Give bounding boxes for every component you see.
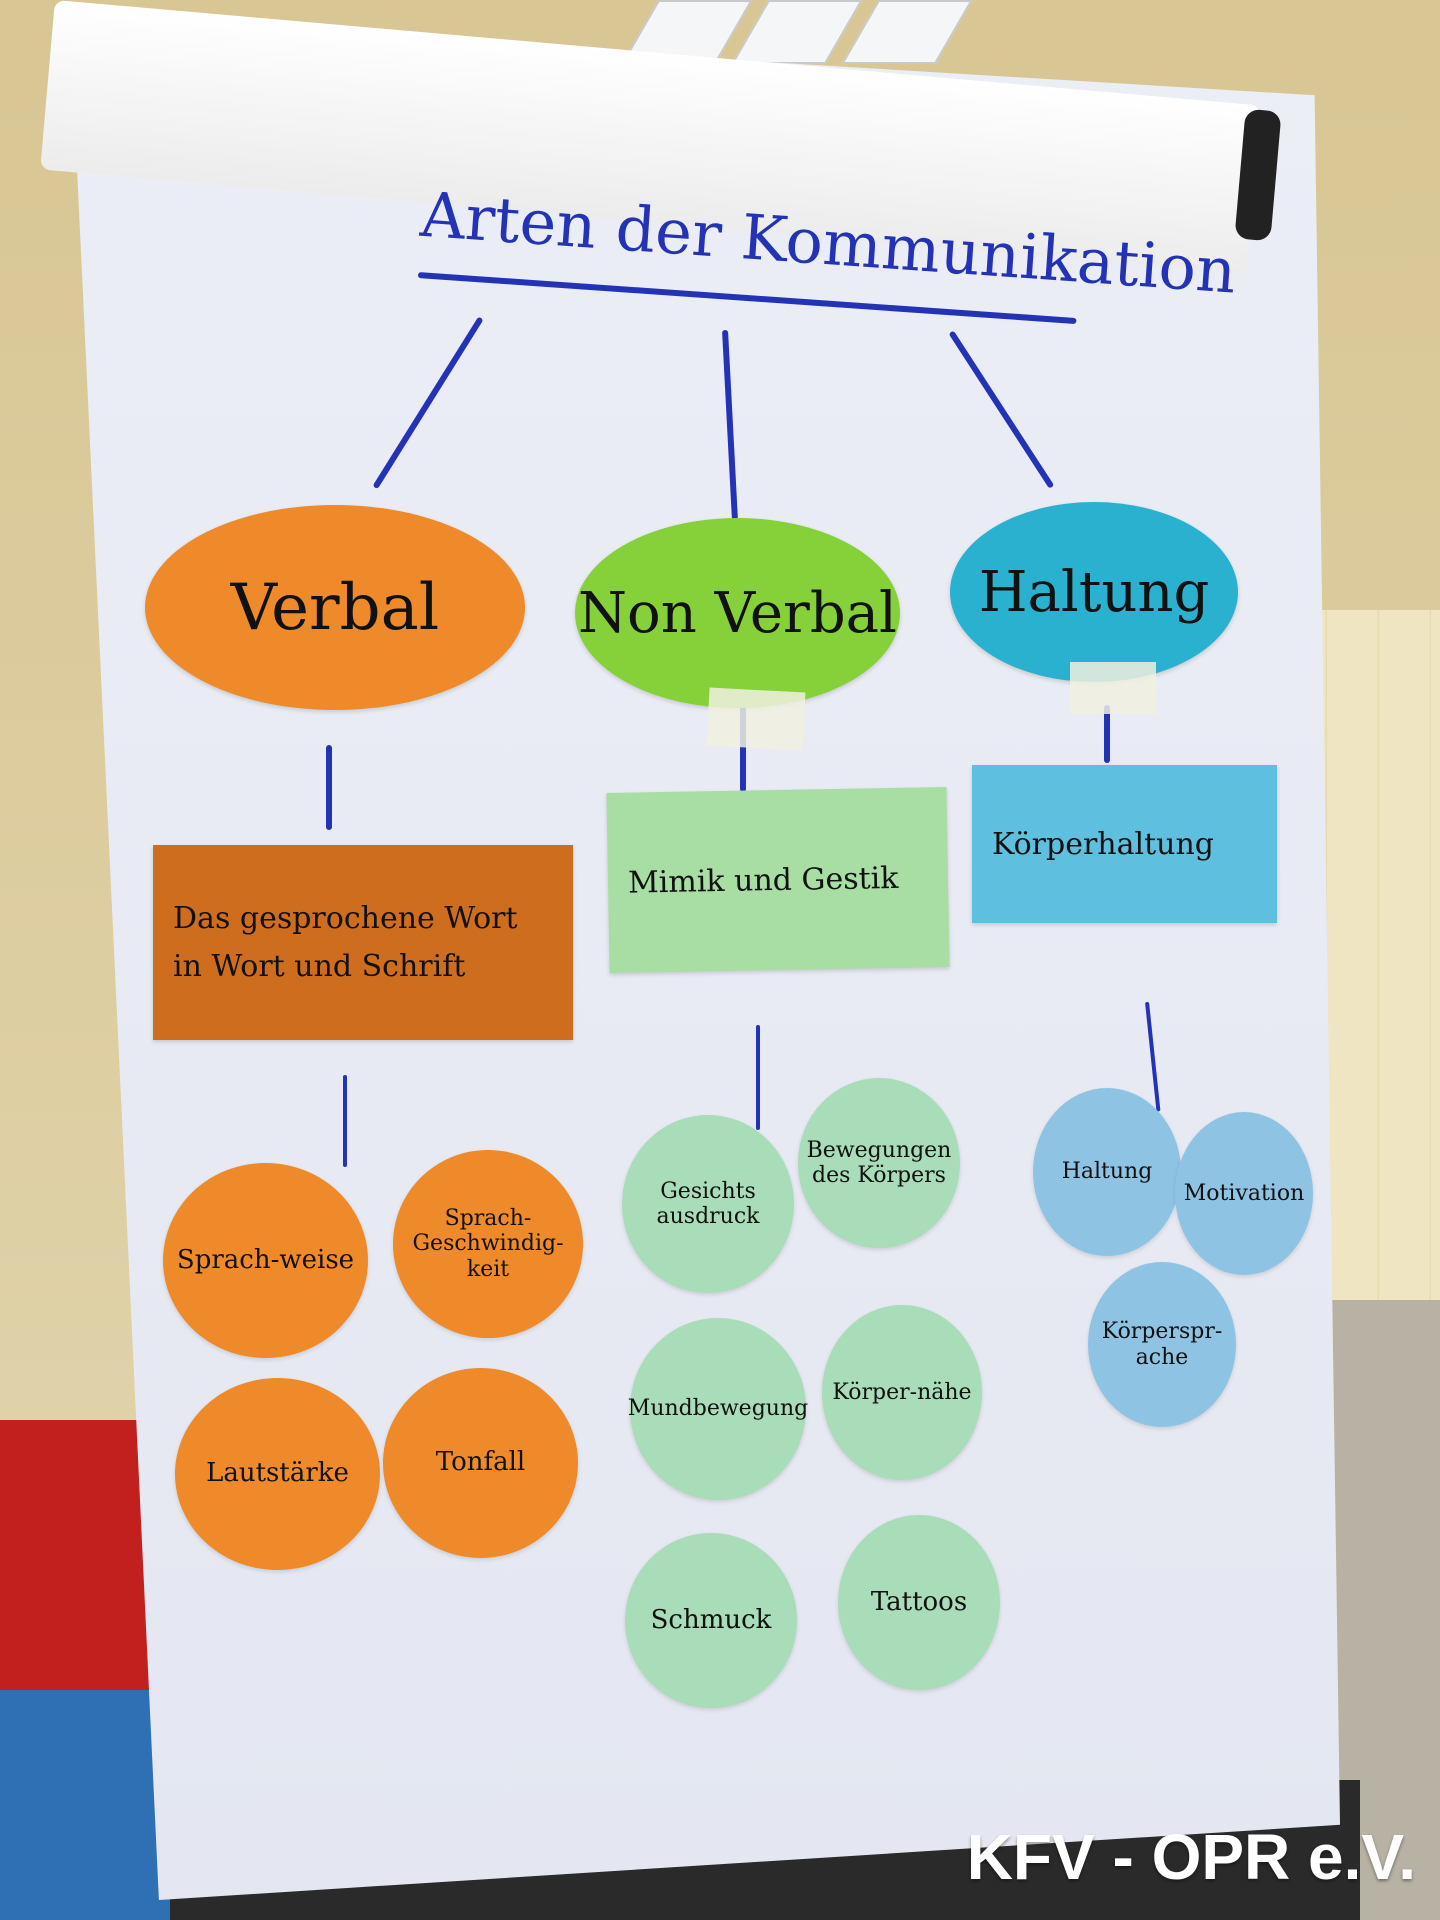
category-card-haltung: Körperhaltung — [972, 765, 1277, 923]
item-dot-verbal: Sprach-Geschwindig-keit — [393, 1150, 583, 1338]
category-oval-verbal: Verbal — [145, 505, 525, 710]
item-dot-nonverbal: Mundbewegung — [628, 1318, 808, 1500]
category-oval-nonverbal: Non Verbal — [575, 518, 900, 708]
item-dot-nonverbal: Schmuck — [625, 1533, 797, 1708]
item-dot-haltung: Körperspr-ache — [1088, 1262, 1236, 1427]
tape — [1070, 662, 1156, 714]
item-dot-verbal: Tonfall — [383, 1368, 578, 1558]
connector-line — [326, 745, 332, 830]
item-dot-nonverbal: Bewegungen des Körpers — [798, 1078, 960, 1248]
watermark-text: KFV - OPR e.V. — [966, 1821, 1416, 1893]
tape — [706, 687, 806, 751]
blue-bag — [0, 1690, 175, 1920]
item-dot-verbal: Lautstärke — [175, 1378, 380, 1570]
item-dot-nonverbal: Gesichts ausdruck — [622, 1115, 794, 1293]
connector-line — [756, 1025, 760, 1130]
connector-line — [1104, 705, 1110, 763]
connector-line — [343, 1075, 347, 1167]
item-dot-haltung: Haltung — [1033, 1088, 1181, 1256]
item-dot-nonverbal: Tattoos — [838, 1515, 1000, 1690]
category-oval-haltung: Haltung — [950, 502, 1238, 682]
category-card-nonverbal: Mimik und Gestik — [606, 787, 950, 973]
item-dot-nonverbal: Körper-nähe — [822, 1305, 982, 1480]
item-dot-haltung: Motivation — [1175, 1112, 1313, 1275]
category-card-verbal: Das gesprochene Wort in Wort und Schrift — [153, 845, 573, 1040]
item-dot-verbal: Sprach-weise — [163, 1163, 368, 1358]
